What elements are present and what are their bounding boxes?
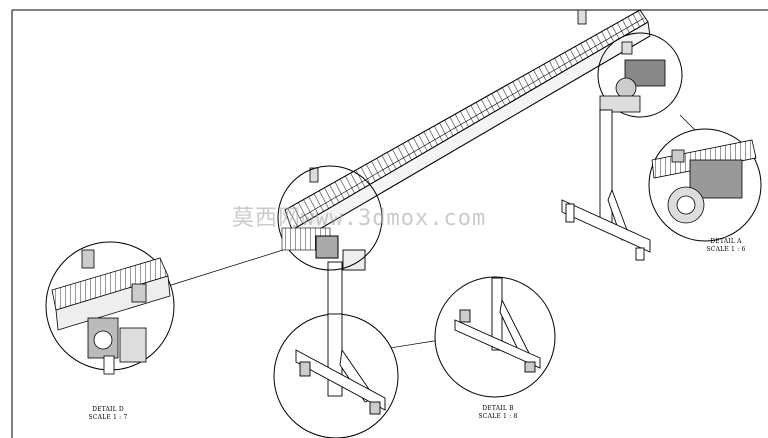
detail-d bbox=[45, 241, 175, 375]
drive-unit bbox=[597, 32, 683, 118]
detail-d-caption: DETAIL D SCALE 1 : 7 bbox=[80, 406, 136, 422]
detail-b-title: DETAIL B bbox=[482, 405, 514, 412]
detail-a bbox=[648, 128, 762, 242]
detail-b-caption: DETAIL B SCALE 1 : 8 bbox=[470, 405, 526, 421]
sheet-border bbox=[11, 9, 768, 438]
detail-b bbox=[434, 276, 556, 398]
conveyor-beam bbox=[284, 9, 651, 245]
right-stand bbox=[561, 109, 651, 261]
detail-a-scale: SCALE 1 : 6 bbox=[706, 246, 746, 253]
detail-d-origin bbox=[277, 165, 383, 271]
detail-a-caption: DETAIL A SCALE 1 : 6 bbox=[700, 238, 752, 254]
detail-c bbox=[273, 313, 399, 438]
detail-d-scale: SCALE 1 : 7 bbox=[88, 414, 128, 421]
detail-b-scale: SCALE 1 : 8 bbox=[478, 413, 518, 420]
detail-a-title: DETAIL A bbox=[710, 238, 742, 245]
beam-clamps bbox=[309, 9, 633, 183]
detail-d-title: DETAIL D bbox=[92, 406, 124, 413]
watermark-text: 莫西网www.3dmox.com bbox=[232, 206, 487, 231]
